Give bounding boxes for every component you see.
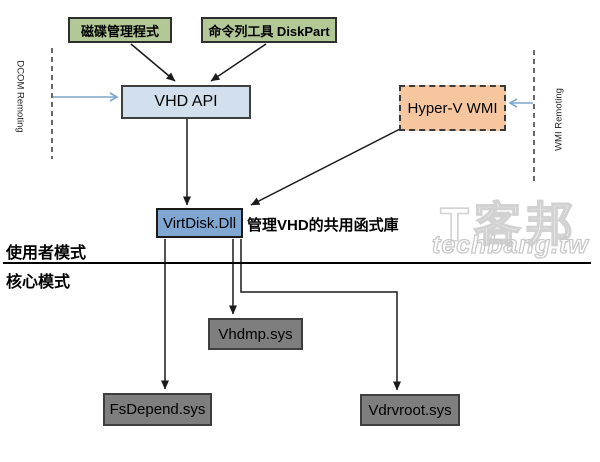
node-virtdisk-dll: VirtDisk.Dll <box>156 208 243 238</box>
arrow-diskmgmt-to-vhdapi <box>130 43 176 82</box>
kernel-mode-label: 核心模式 <box>6 274 71 291</box>
node-disk-management-tool: 磁碟管理程式 <box>68 17 172 43</box>
arrow-diskpart-to-vhdapi <box>210 43 267 82</box>
virtdisk-note: 管理VHD的共用函式庫 <box>247 217 399 234</box>
techbang-watermark-logo: T客邦 <box>439 197 578 252</box>
techbang-watermark-url: techbang.tw <box>431 230 589 259</box>
mode-separator-line <box>3 262 591 264</box>
node-vhd-api: VHD API <box>121 85 251 119</box>
user-mode-label: 使用者模式 <box>6 245 87 262</box>
node-fsdepend-sys: FsDepend.sys <box>103 393 212 426</box>
dcom-remoting-label: DCOM Remoting <box>14 60 26 133</box>
node-diskpart-cli: 命令列工具 DiskPart <box>201 17 337 43</box>
node-vhdmp-sys: Vhdmp.sys <box>208 318 303 350</box>
arrow-virtdisk-to-vdrvroot <box>240 239 401 391</box>
node-hyperv-wmi: Hyper-V WMI <box>399 85 506 131</box>
node-vdrvroot-sys: Vdrvroot.sys <box>360 394 460 426</box>
arrow-hypervwmi-to-virtdisk <box>250 128 401 206</box>
wmi-remoting-label: WMI Remoting <box>553 88 565 151</box>
